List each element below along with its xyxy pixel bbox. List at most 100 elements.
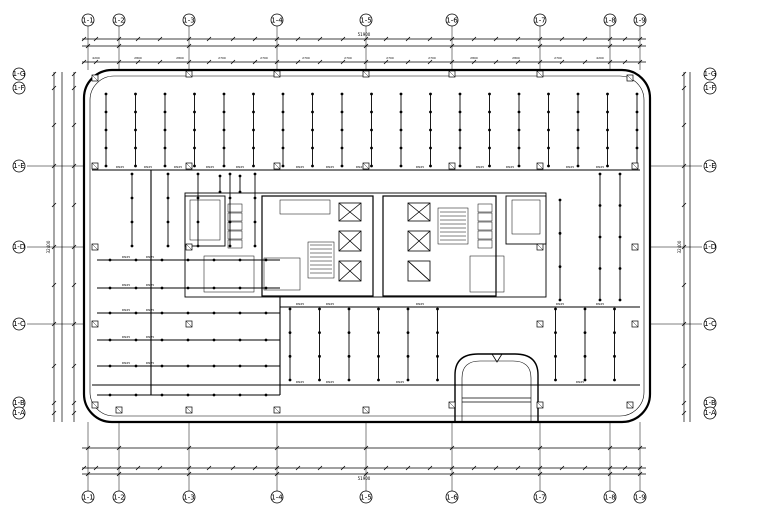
axis-label: 1-A <box>13 409 25 417</box>
axis-label: 1-A <box>704 409 716 417</box>
small-dimension: 2700 <box>428 56 436 60</box>
axis-bubble-row: 1-A <box>12 406 26 420</box>
pipe-tag: DN25 <box>416 165 424 169</box>
axis-label: 1-4 <box>271 16 283 24</box>
axis-bubble-row: 1-C <box>703 317 717 331</box>
axis-bubble-row: 1-C <box>12 317 26 331</box>
axis-bubble-bottom: 1-1 <box>81 490 95 504</box>
pipe-tag: DN25 <box>296 165 304 169</box>
axis-bubble-row: 1-F <box>703 81 717 95</box>
ramp-entry <box>454 353 539 422</box>
small-dimension: 2700 <box>344 56 352 60</box>
axis-label: 1-1 <box>82 16 93 24</box>
building-core <box>184 192 547 298</box>
pipe-tag: DN25 <box>576 380 584 384</box>
pipe-tag: DN25 <box>206 165 214 169</box>
axis-bubble-bottom: 1-4 <box>270 490 284 504</box>
pipe-tag: DN25 <box>326 302 334 306</box>
axis-bubble-top: 1-2 <box>112 13 126 27</box>
axis-bubble-row: 1-E <box>703 159 717 173</box>
pipe-tag: DN25 <box>236 165 244 169</box>
axis-bubble-top: 1-9 <box>633 13 647 27</box>
pipe-tag: DN25 <box>326 380 334 384</box>
axis-label: 1-6 <box>446 16 458 24</box>
axis-label: 1-G <box>704 70 717 78</box>
small-dimension: 2800 <box>470 56 478 60</box>
axis-bubble-top: 1-3 <box>182 13 196 27</box>
axis-bubble-row: 1-B <box>703 396 717 410</box>
axis-label: 1-F <box>704 84 715 92</box>
right-axis-bubbles: 1-G 1-F 1-E 1-D 1-C 1-B1-A <box>703 67 717 420</box>
axis-label: 1-3 <box>183 493 194 501</box>
elevator-shafts <box>338 202 431 282</box>
axis-label: 1-8 <box>604 16 615 24</box>
axis-bubble-bottom: 1-9 <box>633 490 647 504</box>
pipe-tag: DN25 <box>122 335 130 339</box>
axis-bubble-row: 1-E <box>12 159 26 173</box>
axis-label: 1-B <box>13 399 25 407</box>
bottom-overall-dimension: 51900 <box>358 476 371 481</box>
axis-label: 1-F <box>13 84 24 92</box>
axis-bubble-row: 1-G <box>703 67 717 81</box>
pipe-tag: DN25 <box>566 165 574 169</box>
bottom-dimension-lines <box>82 447 646 475</box>
grid-lines <box>27 165 702 325</box>
pipe-tag: DN25 <box>396 380 404 384</box>
axis-bubble-bottom: 1-5 <box>359 490 373 504</box>
axis-label: 1-E <box>704 162 715 170</box>
axis-label: 1-7 <box>534 16 545 24</box>
axis-bubble-bottom: 1-8 <box>603 490 617 504</box>
small-dimension: 4200 <box>596 56 604 60</box>
pipe-tag: DN25 <box>122 283 130 287</box>
pipe-tag: DN25 <box>144 165 152 169</box>
axis-bubble-top: 1-6 <box>445 13 459 27</box>
axis-bubble-row: 1-D <box>12 240 26 254</box>
axis-bubble-bottom: 1-3 <box>182 490 196 504</box>
pipe-tag: DN25 <box>476 165 484 169</box>
axis-bubble-bottom: 1-2 <box>112 490 126 504</box>
axis-bubble-top: 1-7 <box>533 13 547 27</box>
pipe-tag: DN25 <box>146 255 154 259</box>
pipe-tag: DN25 <box>146 308 154 312</box>
main-pipes <box>92 169 640 396</box>
pipe-tag: DN25 <box>596 165 604 169</box>
pipe-tag: DN25 <box>116 165 124 169</box>
small-dimension: 2700 <box>554 56 562 60</box>
small-dimension: 2800 <box>134 56 142 60</box>
axis-bubble-row: 1-A <box>703 406 717 420</box>
axis-label: 1-9 <box>634 493 645 501</box>
pipe-tag: DN25 <box>296 302 304 306</box>
axis-bubble-top: 1-4 <box>270 13 284 27</box>
top-dimension-lines <box>82 38 646 63</box>
pipe-tag: DN25 <box>146 361 154 365</box>
axis-label: 1-E <box>13 162 24 170</box>
washroom-cubicles <box>189 199 541 293</box>
pipe-tag: DN25 <box>146 283 154 287</box>
axis-bubble-bottom: 1-7 <box>533 490 547 504</box>
axis-label: 1-D <box>13 243 25 251</box>
axis-label: 1-D <box>704 243 716 251</box>
axis-label: 1-G <box>13 70 26 78</box>
axis-label: 1-4 <box>271 493 283 501</box>
small-dimension: 4200 <box>92 56 100 60</box>
axis-label: 1-8 <box>604 493 615 501</box>
stairs <box>307 207 469 279</box>
pipe-tag: DN25 <box>296 380 304 384</box>
structural-columns <box>91 70 639 414</box>
pipe-tag: DN25 <box>596 302 604 306</box>
axis-bubble-bottom: 1-6 <box>445 490 459 504</box>
pipe-tag: DN25 <box>326 165 334 169</box>
pipe-tag: DN25 <box>356 165 364 169</box>
pipe-tag: DN25 <box>174 165 182 169</box>
axis-label: 1-2 <box>113 16 124 24</box>
axis-label: 1-9 <box>634 16 645 24</box>
pipe-tag: DN25 <box>556 302 564 306</box>
pipe-tag: DN25 <box>506 165 514 169</box>
pipe-tag: DN25 <box>122 255 130 259</box>
top-overall-dimension: 51900 <box>358 32 371 37</box>
bottom-axis-bubbles: 1-1 1-2 1-3 1-4 1-5 1-6 1-7 1-8 1-9 <box>81 422 647 504</box>
axis-label: 1-3 <box>183 16 194 24</box>
